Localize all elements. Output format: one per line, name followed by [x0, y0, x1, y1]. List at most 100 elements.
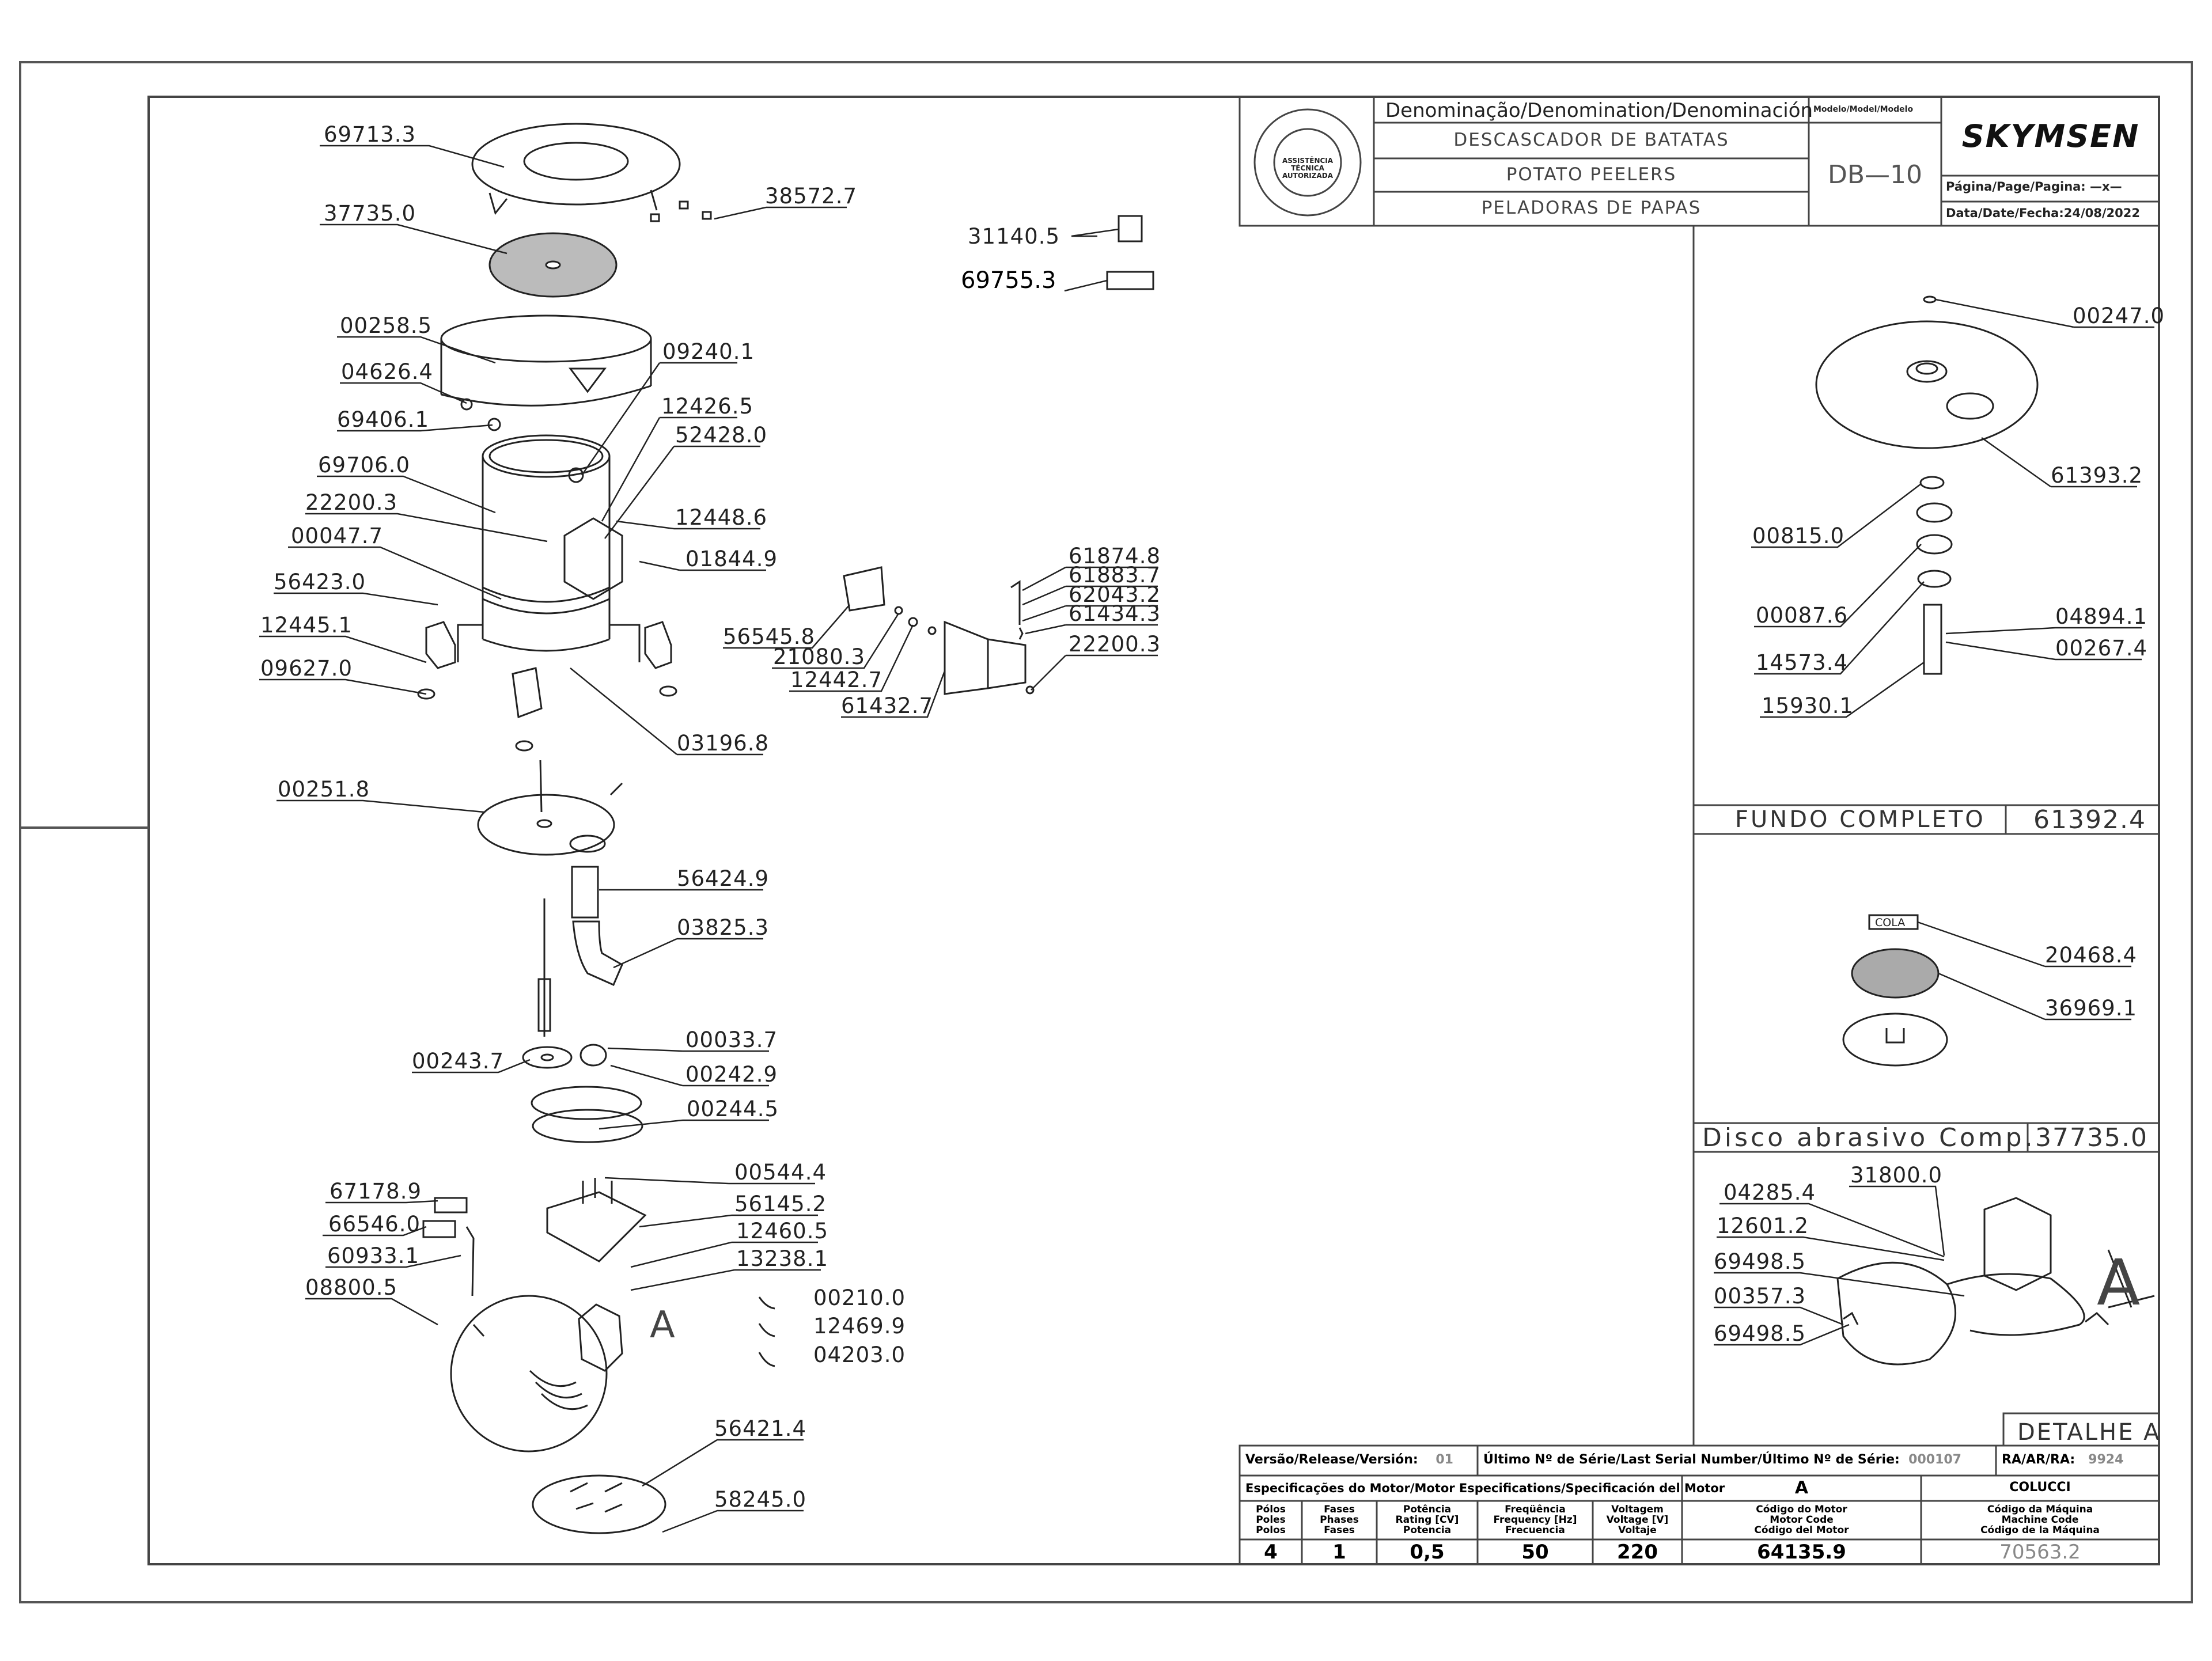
- part-label: 03196.8: [677, 731, 769, 756]
- model-label: Modelo/Model/Modelo: [1813, 105, 1914, 114]
- part-label: 61432.7: [841, 693, 933, 718]
- section-title: DETALHE A: [2017, 1419, 2161, 1446]
- part-label: 56423.0: [274, 570, 366, 594]
- part-label: 03825.3: [677, 915, 769, 940]
- name-pt: DESCASCADOR DE BATATAS: [1453, 130, 1729, 150]
- part-label: 00544.4: [734, 1160, 827, 1185]
- section-code: 37735.0: [2035, 1123, 2148, 1152]
- glue-label: COLA: [1875, 916, 1905, 929]
- model-value: DB—10: [1827, 160, 1923, 189]
- motor-letter: A: [1794, 1478, 1809, 1498]
- detail-letter: A: [2097, 1246, 2140, 1319]
- part-label: 00258.5: [340, 313, 432, 338]
- serial-label: Último Nº de Série/Last Serial Number/Úl…: [1483, 1453, 1961, 1467]
- part-label: 00087.6: [1756, 603, 1848, 628]
- part-label: 14573.4: [1756, 650, 1848, 675]
- brand-logo: SKYMSEN: [1961, 118, 2140, 154]
- name-en: POTATO PEELERS: [1506, 164, 1677, 185]
- ra-value: 9924: [2088, 1453, 2124, 1467]
- part-label: 61883.7: [1069, 563, 1161, 587]
- part-label: 31140.5: [968, 224, 1060, 249]
- part-label: 69406.1: [337, 407, 429, 432]
- page-value: —x—: [2090, 180, 2122, 194]
- section-title: Disco abrasivo Comp.: [1702, 1123, 2036, 1152]
- part-label: 31800.0: [1850, 1163, 1942, 1188]
- section-code: 61392.4: [2033, 805, 2146, 835]
- disc-labels: COLA 20468.4 36969.1 Disco abrasivo Comp…: [1702, 916, 2148, 1152]
- value-rating: 0,5: [1410, 1541, 1445, 1564]
- part-label: 12460.5: [736, 1219, 828, 1243]
- part-label: 52428.0: [675, 423, 767, 448]
- version-value: 01: [1435, 1453, 1453, 1467]
- ra-label: RA/AR/RA: 9924: [2002, 1453, 2124, 1467]
- serial-value: 000107: [1908, 1453, 1961, 1467]
- part-label: 00244.5: [687, 1097, 779, 1121]
- part-label: 60933.1: [327, 1243, 419, 1268]
- part-label: 08800.5: [305, 1275, 397, 1300]
- date-value: 24/08/2022: [2063, 206, 2140, 220]
- part-label: 04285.4: [1724, 1180, 1816, 1205]
- part-label: 09240.1: [662, 339, 755, 364]
- name-es: PELADORAS DE PAPAS: [1481, 198, 1702, 218]
- main-exploded-view: [417, 123, 775, 1534]
- part-label: 61434.3: [1069, 601, 1161, 626]
- part-label: 04203.0: [813, 1343, 906, 1367]
- part-label: 36969.1: [2045, 996, 2137, 1021]
- part-label: 00242.9: [685, 1062, 778, 1087]
- motor-spec-label: Especificações do Motor/Motor Especifica…: [1245, 1481, 1725, 1495]
- part-label: 69498.5: [1714, 1321, 1806, 1346]
- part-label: 00047.7: [291, 524, 383, 548]
- value-motor-code: 64135.9: [1757, 1541, 1846, 1564]
- part-label: 04626.4: [341, 359, 433, 384]
- motor-detail-letter: A: [650, 1304, 676, 1347]
- part-label: 20468.4: [2045, 943, 2137, 968]
- part-label: 09627.0: [260, 656, 353, 681]
- part-label: 12445.1: [260, 613, 353, 638]
- part-label: 69755.3: [961, 267, 1056, 294]
- part-label: 00033.7: [685, 1027, 778, 1052]
- part-label: 12601.2: [1717, 1213, 1809, 1238]
- part-label: 69706.0: [318, 453, 410, 477]
- part-label: 04894.1: [2055, 604, 2147, 629]
- part-label: 12448.6: [675, 505, 767, 530]
- part-label: 00357.3: [1714, 1284, 1806, 1309]
- detail-a-view: [1836, 1197, 2155, 1366]
- value-frequency: 50: [1521, 1541, 1549, 1564]
- part-label: 61393.2: [2051, 463, 2143, 488]
- part-label: 00247.0: [2073, 304, 2165, 328]
- part-label: 67178.9: [329, 1179, 422, 1204]
- bottom-assembly-view: [1815, 295, 2039, 675]
- page-label: Página/Page/Pagina: —x—: [1946, 180, 2122, 194]
- bracket-labels: 61874.8 61883.7 62043.2 61434.3 22200.3 …: [723, 544, 1161, 718]
- part-label: 12442.7: [790, 668, 882, 692]
- part-label: 00251.8: [278, 777, 370, 802]
- main-part-labels: 69713.3 37735.0 38572.7 00258.5 04626.4 …: [260, 122, 906, 1512]
- part-label: 01844.9: [685, 547, 778, 571]
- abrasive-disc-view: [1842, 914, 1948, 1067]
- part-label: 69498.5: [1714, 1249, 1806, 1274]
- part-label: 62043.2: [1069, 582, 1161, 607]
- maker-name: COLUCCI: [2009, 1480, 2071, 1495]
- date-label: Data/Date/Fecha:24/08/2022: [1946, 206, 2140, 220]
- part-label: 22200.3: [305, 490, 397, 515]
- part-label: 56545.8: [723, 624, 815, 649]
- version-label: Versão/Release/Versión: 01: [1245, 1453, 1453, 1467]
- bottom-assembly-labels: 00247.0 61393.2 00815.0 00087.6 04894.1 …: [1735, 304, 2165, 835]
- part-label: 12469.9: [813, 1314, 906, 1338]
- kit-labels: 31140.5 69755.3: [961, 224, 1060, 294]
- part-label: 56424.9: [677, 866, 769, 891]
- section-title: FUNDO COMPLETO: [1735, 806, 1986, 833]
- part-label: 00243.7: [412, 1049, 504, 1074]
- part-label: 56145.2: [734, 1192, 827, 1216]
- part-label: 69713.3: [324, 122, 416, 147]
- part-label: 37735.0: [324, 201, 416, 226]
- part-label: 22200.3: [1069, 632, 1161, 657]
- detail-labels: 04285.4 31800.0 12601.2 69498.5 00357.3 …: [1714, 1163, 2161, 1446]
